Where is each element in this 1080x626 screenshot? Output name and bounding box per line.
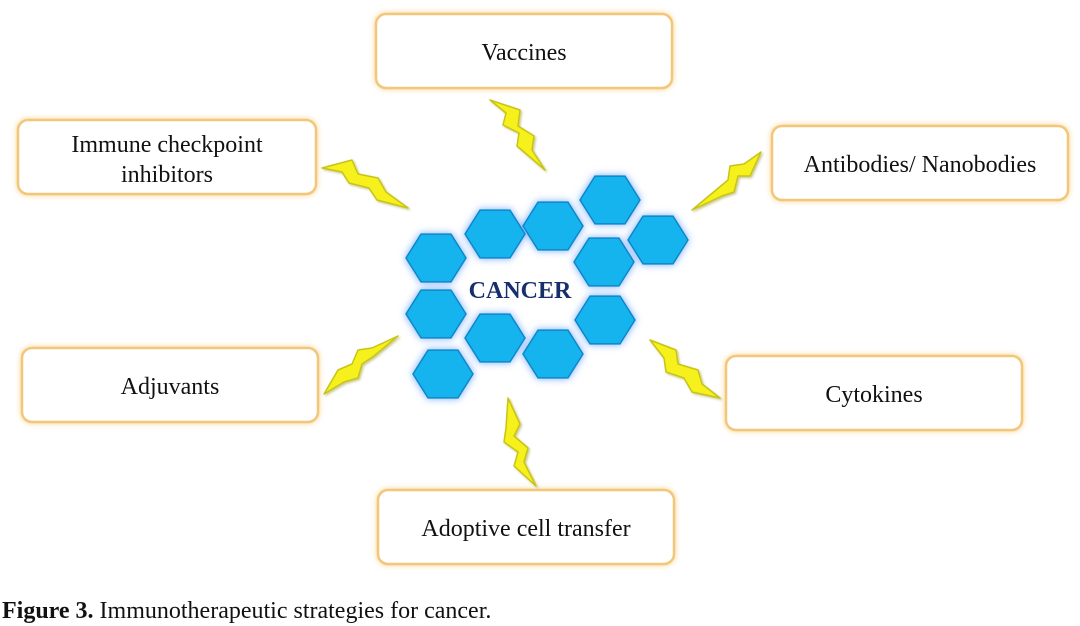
cytokines-label: Cytokines xyxy=(825,382,922,408)
box-cytokines xyxy=(724,354,1024,432)
cancer-cell-hexagon xyxy=(627,215,689,265)
checkpoint-label-line2: inhibitors xyxy=(121,162,213,188)
checkpoint-label-line1: Immune checkpoint xyxy=(71,132,263,158)
figure-caption-label: Figure 3. xyxy=(2,598,94,624)
antibodies-label: Antibodies/ Nanobodies xyxy=(804,152,1037,178)
cancer-cell-hexagon xyxy=(405,289,467,339)
cancer-cell-hexagon xyxy=(579,175,641,225)
cancer-hexagon-cluster xyxy=(405,175,689,399)
box-adjuvants xyxy=(20,346,320,424)
cancer-cell-hexagon xyxy=(573,237,635,287)
cancer-cell-hexagon xyxy=(522,329,584,379)
bolt-vaccines-icon xyxy=(489,99,546,171)
cancer-cell-hexagon xyxy=(464,209,526,259)
cancer-cell-hexagon xyxy=(574,295,636,345)
adoptive-label: Adoptive cell transfer xyxy=(421,516,630,542)
lightning-bolts xyxy=(321,99,762,487)
vaccines-label: Vaccines xyxy=(481,40,566,66)
box-antibodies xyxy=(770,124,1070,202)
immunotherapy-diagram: Vaccines Immune checkpoint inhibitors An… xyxy=(16,12,1070,566)
cancer-cell-hexagon xyxy=(412,349,474,399)
box-immune-checkpoint xyxy=(16,118,318,196)
cancer-cell-hexagon xyxy=(464,313,526,363)
bolt-adjuvants-icon xyxy=(323,335,399,395)
box-adoptive-cell-transfer xyxy=(376,488,676,566)
cancer-cell-hexagon xyxy=(522,201,584,251)
bolt-adoptive-icon xyxy=(503,397,537,487)
cancer-label: CANCER xyxy=(469,278,572,304)
cancer-cell-hexagon xyxy=(405,233,467,283)
bolt-antibodies-icon xyxy=(691,151,762,211)
box-vaccines xyxy=(374,12,674,90)
bolt-checkpoint-icon xyxy=(321,159,409,209)
bolt-cytokines-icon xyxy=(649,339,721,399)
figure-caption-text: Immunotherapeutic strategies for cancer. xyxy=(99,598,492,624)
figure-caption: Figure 3. Immunotherapeutic strategies f… xyxy=(2,598,491,625)
adjuvants-label: Adjuvants xyxy=(121,374,220,400)
